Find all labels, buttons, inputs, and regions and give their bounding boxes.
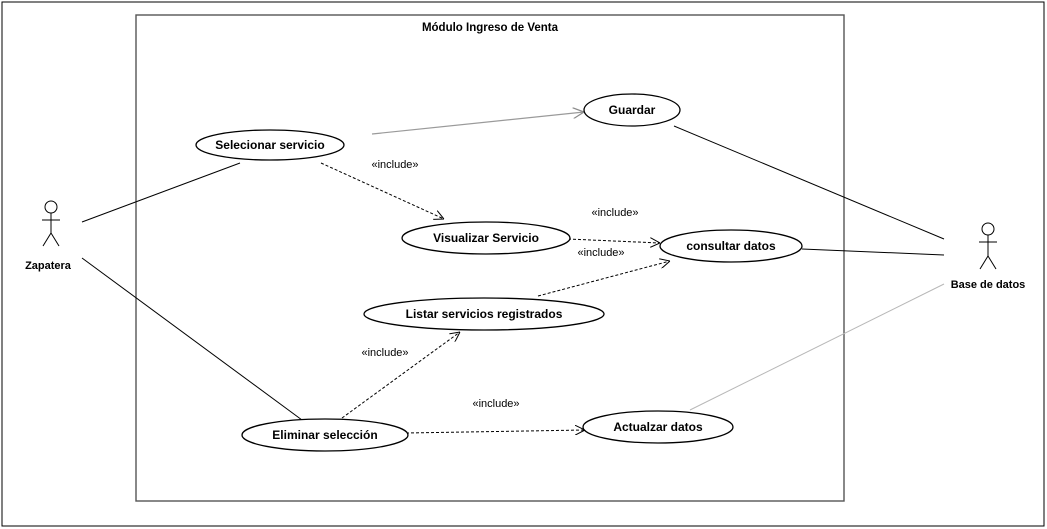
include-selecionar-visualizar (320, 162, 444, 219)
use-case-label: Guardar (609, 103, 656, 117)
system-title: Módulo Ingreso de Venta (422, 22, 559, 34)
include-label: «include» (371, 159, 418, 171)
assoc-guardar-base (673, 125, 945, 240)
actor-base-de-datos[interactable]: Base de datos (951, 222, 1026, 291)
use-case-ellipse (583, 93, 681, 127)
assoc-zapatera-eliminar (81, 257, 303, 421)
use-case-ellipse (363, 297, 605, 331)
use-case-listar-servicios[interactable]: Listar servicios registrados (363, 297, 605, 331)
stick-figure-icon (979, 222, 997, 270)
assoc-consultar-base (801, 248, 945, 256)
use-case-ellipse (659, 229, 803, 263)
include-visualizar-consultar (567, 239, 660, 243)
use-case-eliminar-seleccion[interactable]: Eliminar selección (241, 418, 409, 452)
assoc-selecionar-guardar (371, 112, 584, 135)
use-case-label: Selecionar servicio (215, 138, 324, 152)
include-label: «include» (591, 207, 638, 219)
include-label: «include» (361, 347, 408, 359)
actor-label: Base de datos (951, 279, 1026, 291)
use-case-label: Visualizar Servicio (433, 231, 539, 245)
use-case-ellipse (401, 221, 571, 255)
use-case-actualizar-datos[interactable]: Actualzar datos (582, 410, 734, 444)
use-case-label: Eliminar selección (272, 428, 377, 442)
use-case-ellipse (241, 418, 409, 452)
use-case-consultar-datos[interactable]: consultar datos (659, 229, 803, 263)
actor-zapatera[interactable]: Zapatera (25, 200, 72, 272)
use-case-label: Actualzar datos (613, 420, 703, 434)
use-case-ellipse (582, 410, 734, 444)
use-case-visualizar-servicio[interactable]: Visualizar Servicio (401, 221, 571, 255)
assoc-actualizar-base (689, 283, 945, 411)
use-case-label: Listar servicios registrados (406, 307, 563, 321)
use-case-ellipse (195, 129, 345, 161)
assoc-zapatera-selecionar (81, 162, 241, 223)
use-case-guardar[interactable]: Guardar (583, 93, 681, 127)
actor-label: Zapatera (25, 260, 72, 272)
use-case-label: consultar datos (686, 239, 776, 253)
include-eliminar-listar (341, 332, 460, 419)
use-case-selecionar-servicio[interactable]: Selecionar servicio (195, 129, 345, 161)
include-listar-consultar (537, 261, 670, 297)
include-label: «include» (472, 398, 519, 410)
stick-figure-icon (42, 200, 60, 247)
include-label: «include» (577, 247, 624, 259)
